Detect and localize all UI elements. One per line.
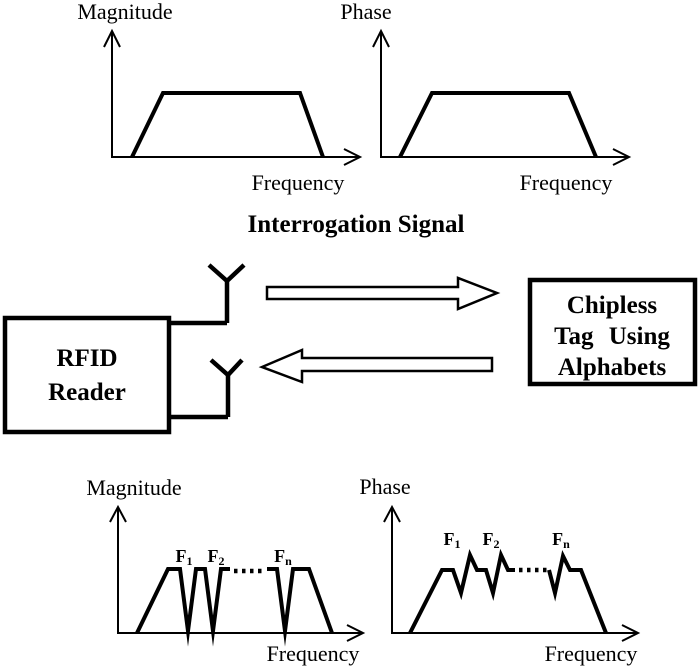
y-axis-arrowhead-icon [383, 504, 401, 523]
x-axis-title: Frequency [267, 641, 360, 666]
bandpass-trapezoid-curve [130, 91, 325, 158]
response-phase-plot: Phase F1 F2 Fn Frequency [359, 474, 641, 666]
resonance-label-f2: F2 [208, 546, 225, 568]
y-axis-arrowhead-icon [372, 28, 390, 48]
x-axis-title: Frequency [545, 641, 638, 666]
resonance-label-sub: 1 [455, 537, 461, 551]
rx-antenna-icon [169, 358, 244, 420]
resonance-label-f1: F1 [176, 546, 193, 568]
notched-response-curve-left [135, 567, 230, 647]
resonance-label-base: F [444, 529, 455, 549]
y-axis-title: Phase [340, 0, 391, 24]
rfid-reader-label-line2: Reader [48, 379, 126, 406]
notched-response-curve-right [267, 567, 334, 647]
y-axis-arrowhead-icon [103, 28, 121, 48]
antenna-fork [207, 263, 246, 285]
resonance-label-sub: 1 [187, 554, 193, 568]
interrogation-magnitude-plot: Magnitude Frequency [77, 0, 363, 195]
resonance-label-fn: Fn [552, 529, 570, 551]
resonance-label-base: F [274, 546, 285, 566]
x-axis-arrowhead-icon [621, 624, 641, 642]
rfid-reader-label-line1: RFID [56, 345, 117, 372]
rfid-reader-block: RFID Reader [2, 315, 172, 435]
interrogation-phase-plot: Phase Frequency [340, 0, 632, 195]
phase-response-curve-right [547, 550, 608, 634]
chipless-tag-label-line2: Tag Using [554, 323, 670, 350]
resonance-label-sub: 2 [494, 537, 500, 551]
resonance-label-base: F [176, 546, 187, 566]
y-axis-title: Magnitude [77, 0, 172, 24]
tx-antenna-icon [169, 263, 246, 326]
x-axis-title: Frequency [520, 170, 613, 195]
resonance-label-f2: F2 [483, 529, 500, 551]
chipless-tag-label-line1: Chipless [567, 292, 658, 319]
x-axis-arrowhead-icon [346, 624, 366, 642]
x-axis-arrowhead-icon [612, 148, 632, 166]
rfid-reader-box [2, 315, 172, 435]
phase-response-curve-left [408, 548, 515, 634]
resonance-label-base: F [552, 529, 563, 549]
x-axis-arrowhead-icon [343, 148, 363, 166]
interrogation-signal-caption: Interrogation Signal [248, 211, 465, 238]
resonance-label-sub: n [563, 537, 570, 551]
x-axis-title: Frequency [252, 170, 345, 195]
resonance-label-sub: 2 [219, 554, 225, 568]
resonance-label-sub: n [285, 554, 292, 568]
y-axis-title: Magnitude [86, 475, 181, 500]
return-signal-arrow-icon [258, 348, 494, 384]
antenna-fork [209, 358, 244, 379]
resonance-label-f1: F1 [444, 529, 461, 551]
resonance-label-base: F [483, 529, 494, 549]
resonance-label-fn: Fn [274, 546, 292, 568]
chipless-tag-label-line3: Alphabets [558, 354, 667, 381]
chipless-tag-box [527, 277, 698, 387]
resonance-label-base: F [208, 546, 219, 566]
forward-signal-arrow-icon [265, 276, 501, 311]
response-magnitude-plot: Magnitude F1 F2 Fn Frequency [86, 475, 366, 666]
chipless-tag-block: Chipless Tag Using Alphabets [527, 277, 698, 387]
y-axis-title: Phase [359, 474, 410, 499]
bandpass-trapezoid-curve [398, 91, 598, 158]
y-axis-arrowhead-icon [109, 504, 127, 523]
